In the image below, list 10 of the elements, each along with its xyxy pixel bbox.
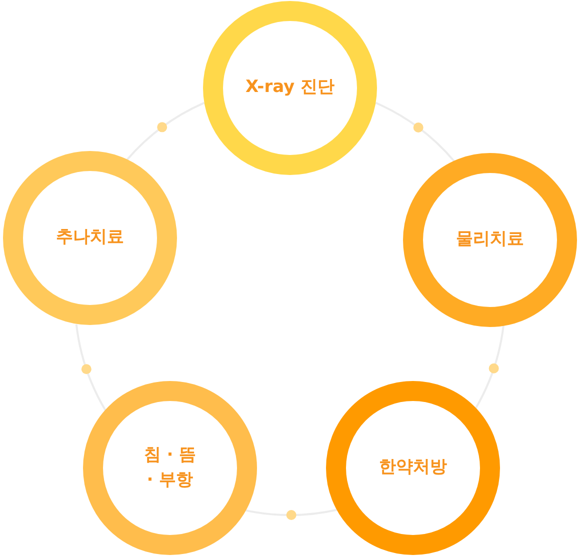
circle-label: 추나치료	[56, 226, 124, 250]
track-arc	[245, 508, 338, 516]
track-arc	[126, 102, 205, 162]
circle-label: 침 · 뜸 · 부항	[142, 444, 198, 492]
track-arc	[75, 324, 107, 412]
circle-label: X-ray 진단	[245, 76, 335, 100]
track-arc	[375, 102, 455, 162]
track-arc	[474, 325, 504, 409]
circle-label: 한약처방	[379, 456, 447, 480]
circle-label: 물리치료	[456, 228, 524, 252]
